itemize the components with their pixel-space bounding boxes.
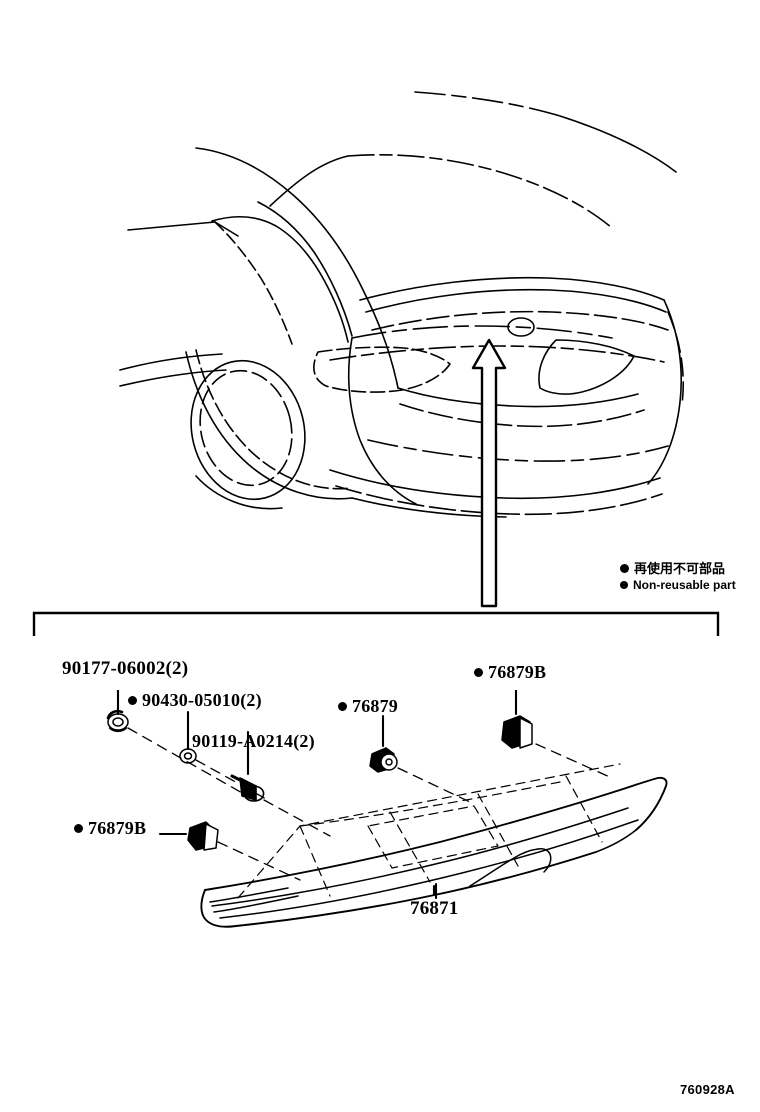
nonreusable-marker-icon (474, 668, 483, 678)
part-label-90177-06002: 90177-06002(2) (62, 658, 189, 679)
diagram-id: 760928A (680, 1082, 735, 1097)
part-label-76879b-right: 76879B (474, 662, 546, 683)
fastener-icon-76879b-left (187, 821, 219, 851)
legend-japanese: 再使用不可部品 (620, 558, 725, 577)
fastener-icon-76879 (369, 747, 398, 773)
part-label-76879: 76879 (338, 696, 398, 717)
part-label-90430-05010: 90430-05010(2) (128, 690, 262, 711)
fastener-icon-76879b-right (501, 715, 533, 749)
legend-english: Non-reusable part (620, 578, 736, 592)
fastener-icon-90177 (106, 709, 129, 733)
part-label-90119-A0214: 90119-A0214(2) (192, 731, 315, 751)
nonreusable-marker-icon (74, 824, 83, 834)
nonreusable-marker-icon (620, 564, 629, 573)
nonreusable-marker-icon (620, 580, 628, 589)
part-label-76879b-left: 76879B (74, 818, 146, 839)
part-label-76871: 76871 (410, 898, 459, 919)
section-divider (32, 611, 720, 636)
spoiler-exploded-view (106, 690, 668, 928)
nonreusable-marker-icon (128, 696, 137, 706)
nonreusable-marker-icon (338, 702, 347, 712)
vehicle-illustration (119, 91, 685, 608)
callout-arrow (471, 338, 507, 608)
